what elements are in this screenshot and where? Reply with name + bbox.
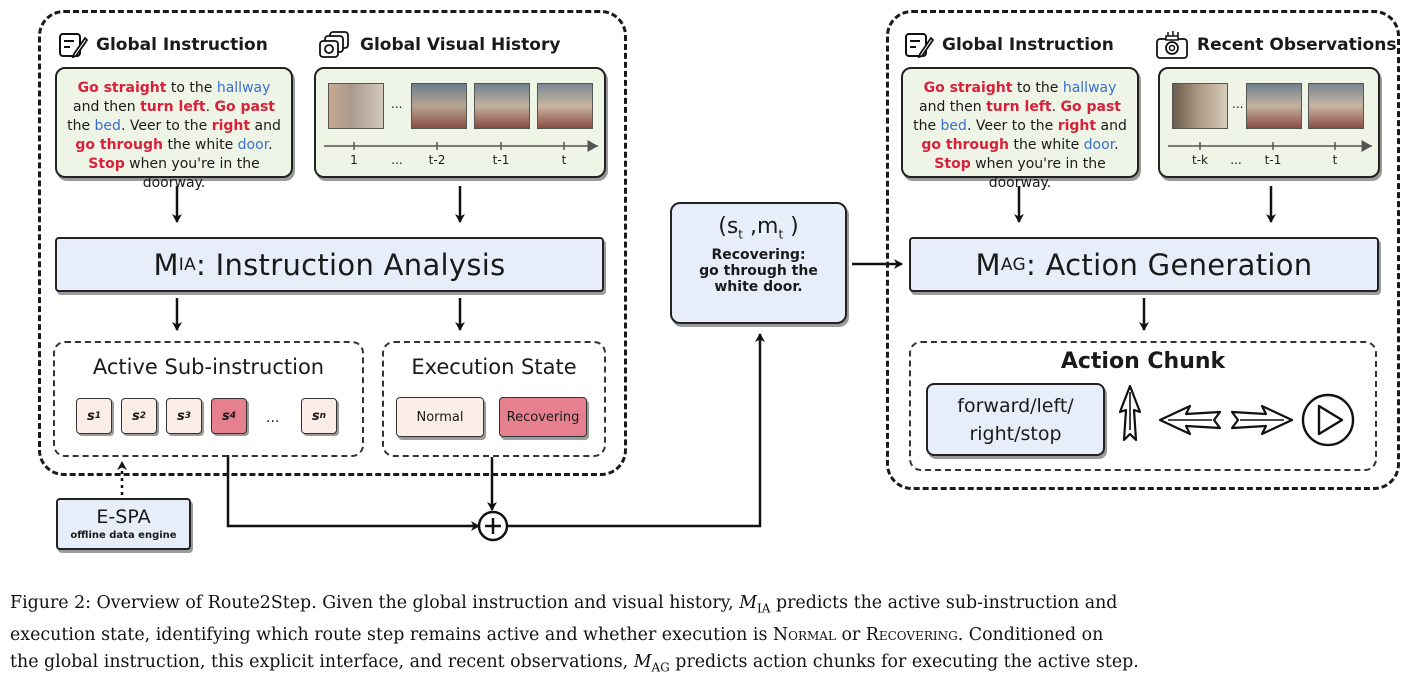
obs-frame-t-1 <box>1246 83 1302 129</box>
action-vocabulary-box: forward/left/ right/stop <box>926 383 1105 456</box>
recent-observations-label: Recent Observations <box>1197 35 1397 55</box>
obs-timeline <box>1168 140 1372 152</box>
tick-label: t-k <box>1192 153 1208 167</box>
arrow-right-icon <box>1230 404 1294 436</box>
action-chunk-title: Action Chunk <box>1060 349 1226 374</box>
right-global-instruction-header: Global Instruction <box>904 30 1114 60</box>
line-merge-to-middle <box>508 333 765 528</box>
right-panel <box>886 10 1400 490</box>
obs-frame-t <box>1308 83 1364 129</box>
active-sub-instruction-title: Active Sub-instruction <box>92 355 325 379</box>
caption-line-3: the global instruction, this explicit in… <box>10 652 1139 675</box>
active-sub-instruction-box: Active Sub-instruction <box>53 341 364 457</box>
interface-tuple: (st ,mt ) <box>718 214 799 242</box>
figure-caption: Figure 2: Overview of Route2Step. Given … <box>10 590 1410 682</box>
obs-ellipsis: ... <box>1232 97 1244 111</box>
arrow-left-icon <box>1158 404 1222 436</box>
interface-state-line-1: Recovering: <box>711 247 806 264</box>
obs-frame-t-k <box>1172 83 1228 129</box>
sub-token-ellipsis: ... <box>266 410 280 426</box>
global-visual-history-header: Global Visual History <box>318 30 560 60</box>
history-frame-1 <box>328 83 384 129</box>
action-vocab-line-1: forward/left/ <box>957 394 1074 417</box>
global-visual-history-label: Global Visual History <box>360 35 561 55</box>
state-normal: Normal <box>396 397 484 437</box>
caption-line-1: Figure 2: Overview of Route2Step. Given … <box>10 593 1118 616</box>
camera-icon <box>1156 31 1188 59</box>
interface-state-line-3: white door. <box>714 279 803 296</box>
history-frame-t-2 <box>411 83 467 129</box>
left-visual-history-box: ... 1 ... t-2 t-1 t <box>314 67 606 178</box>
action-vocab-line-2: right/stop <box>969 422 1062 445</box>
interface-state-box: (st ,mt ) Recovering: go through the whi… <box>670 202 847 324</box>
recent-observations-header: Recent Observations <box>1155 30 1396 60</box>
execution-state-box: Execution State <box>382 341 606 457</box>
right-global-instruction-label: Global Instruction <box>942 35 1114 55</box>
history-frame-t-1 <box>474 83 530 129</box>
action-icons <box>1118 384 1355 447</box>
line-s4-to-merge <box>226 455 480 531</box>
history-ellipsis: ... <box>391 97 403 111</box>
global-instruction-label: Global Instruction <box>96 35 268 55</box>
state-recovering: Recovering <box>499 397 587 437</box>
tick-label: t-1 <box>1264 153 1282 167</box>
stop-play-icon <box>1301 393 1355 447</box>
tick-label: t <box>561 153 567 167</box>
execution-state-title: Execution State <box>411 355 577 379</box>
tick-label: t-2 <box>428 153 446 167</box>
caption-line-2: execution state, identifying which route… <box>10 625 1104 646</box>
tick-label: ... <box>391 153 403 167</box>
espa-box: E-SPA offline data engine <box>56 498 191 550</box>
merge-plus-icon <box>477 510 509 542</box>
history-timeline <box>324 140 598 152</box>
tick-label: t-1 <box>492 153 510 167</box>
recent-observations-box: ... t-k ... t-1 t <box>1158 67 1380 178</box>
tick-label: 1 <box>350 153 358 167</box>
left-instruction-box: Go straight to the hallway and then turn… <box>55 67 293 191</box>
tick-label: t <box>1332 153 1338 167</box>
edit-note-icon <box>59 33 88 59</box>
action-chunk-box: Action Chunk <box>909 341 1377 471</box>
tick-label: ... <box>1230 153 1242 167</box>
interface-state-line-2: go through the <box>699 263 818 280</box>
left-panel <box>38 10 627 476</box>
espa-subtitle: offline data engine <box>70 530 177 541</box>
edit-note-icon <box>905 33 934 59</box>
espa-title: E-SPA <box>96 506 151 528</box>
arrow-up-icon <box>1118 384 1142 442</box>
photo-stack-icon <box>319 31 349 58</box>
history-frame-t <box>537 83 593 129</box>
right-instruction-box: Go straight to the hallway and then turn… <box>901 67 1139 191</box>
global-instruction-header: Global Instruction <box>58 30 268 60</box>
